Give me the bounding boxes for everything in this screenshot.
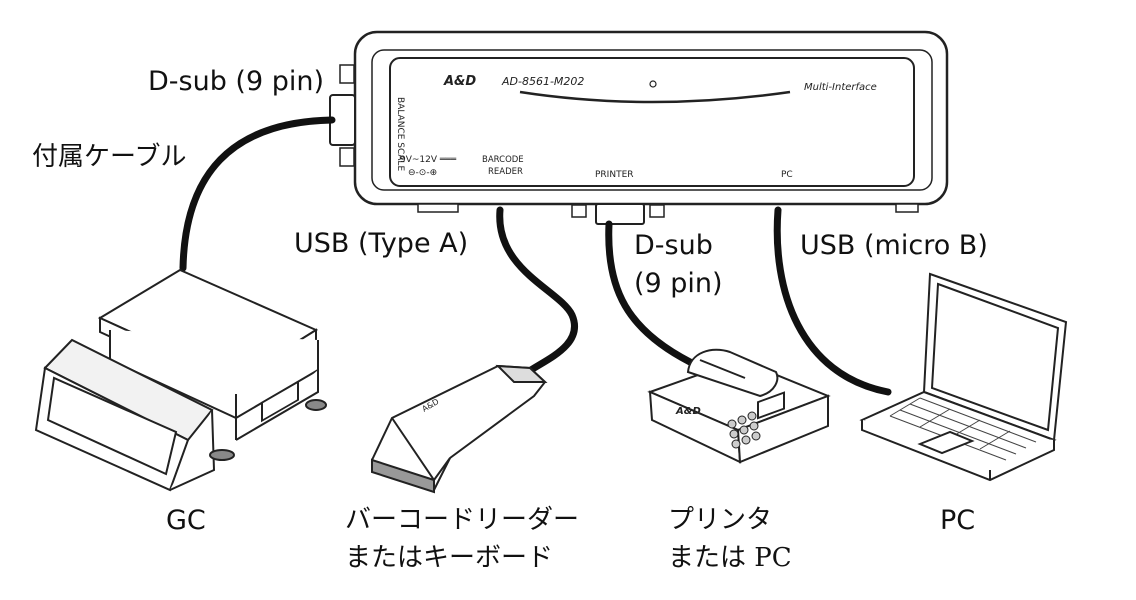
label-dsub-printer-2: (9 pin): [634, 268, 723, 299]
label-pc: PC: [940, 505, 976, 536]
cable-barcode: [496, 206, 578, 376]
device-model: AD-8561-M202: [501, 75, 584, 88]
device-series: Multi-Interface: [804, 82, 877, 93]
port-label-power: 9V~12V ═══: [400, 155, 457, 165]
label-printer-line1: プリンタ: [668, 505, 773, 535]
laptop-pc-illustration: [859, 272, 1068, 482]
label-usb-type-a: USB (Type A): [294, 228, 469, 259]
gc-scale-illustration: [34, 268, 327, 492]
interface-unit: A&D AD-8561-M202 Multi-Interface BALANCE…: [329, 30, 949, 225]
device-logo: A&D: [443, 74, 476, 89]
label-dsub-printer-1: D-sub: [634, 230, 713, 261]
port-power-symbol: ⊖-⊙-⊕: [408, 168, 437, 178]
port-label-barcode-2: READER: [488, 167, 523, 177]
port-label-printer: PRINTER: [595, 170, 634, 180]
label-included-cable: 付属ケーブル: [32, 142, 187, 172]
port-label-barcode-1: BARCODE: [482, 155, 524, 165]
label-barcode-line2: またはキーボード: [345, 543, 554, 573]
printer-illustration: A&D: [647, 348, 831, 464]
label-gc: GC: [166, 505, 206, 536]
printer-logo: A&D: [675, 406, 701, 417]
label-printer-line2: または PC: [668, 543, 792, 573]
cables: [179, 116, 892, 396]
port-label-pc: PC: [781, 170, 793, 180]
cable-pc: [773, 206, 892, 396]
label-barcode-line1: バーコードリーダー: [345, 505, 580, 535]
label-dsub-scale: D-sub (9 pin): [148, 66, 325, 97]
label-usb-micro-b: USB (micro B): [800, 230, 988, 261]
cable-printer: [605, 220, 694, 366]
port-label-balance: BALANCE SCALE: [395, 97, 405, 171]
cable-scale: [179, 116, 336, 272]
barcode-scanner-illustration: A&D: [371, 364, 548, 494]
